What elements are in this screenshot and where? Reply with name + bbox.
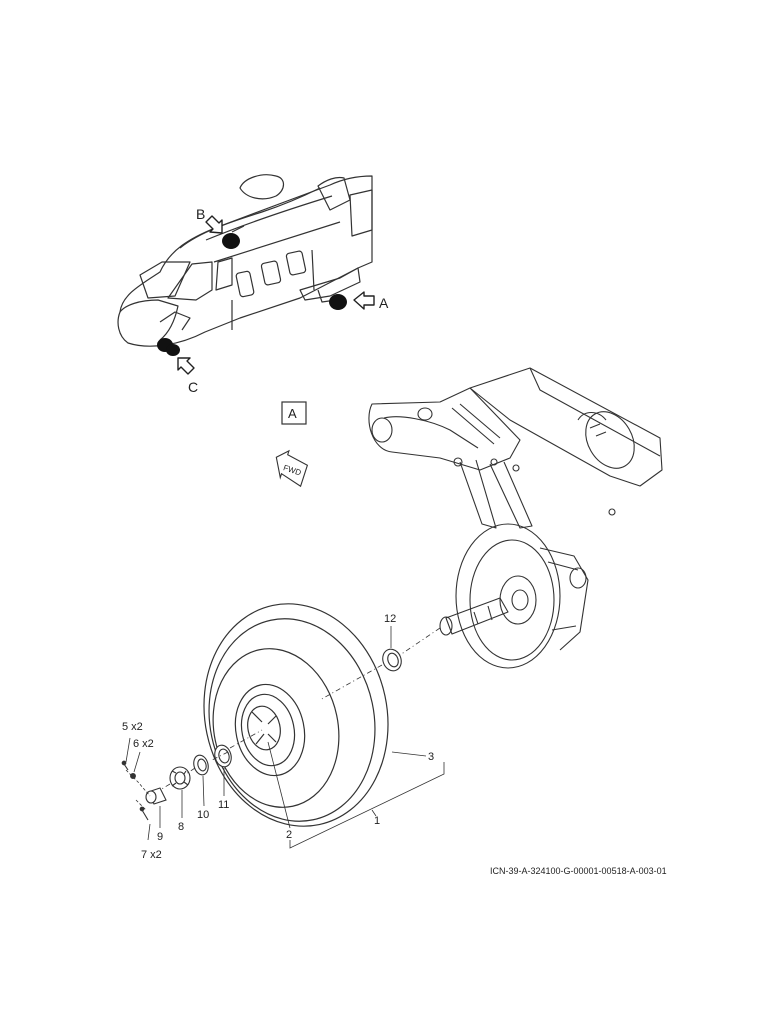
arrow-c-icon [177, 357, 195, 375]
screw-7 [141, 809, 149, 821]
callout-8: 8 [178, 821, 184, 833]
callout-2: 2 [286, 829, 292, 841]
tire-outer [203, 603, 389, 827]
callout-10: 10 [197, 809, 209, 821]
arrow-a-icon [353, 291, 375, 310]
fwd-arrow-icon [275, 449, 309, 488]
callout-9: 9 [157, 831, 163, 843]
callout-12: 12 [384, 613, 396, 625]
callout-11: 11 [218, 799, 229, 811]
callout-6: 6 x2 [133, 738, 154, 750]
locator-label-a: A [379, 295, 389, 311]
locator-label-b: B [196, 206, 205, 222]
view-a-box: A [281, 401, 307, 425]
landing-gear-structure [368, 367, 663, 669]
locator-arrows [177, 215, 375, 375]
helicopter-locator-view [117, 174, 373, 347]
callout-7: 7 x2 [141, 849, 162, 861]
marker-b [222, 233, 240, 249]
wheel-tire-assembly [203, 603, 389, 827]
hardware-parts [121, 648, 402, 821]
tire-sidewall [212, 648, 340, 808]
leader-lines [125, 626, 445, 849]
arrow-b-icon [205, 215, 223, 234]
wheel-rim [234, 683, 306, 777]
figure-id: ICN-39-A-324100-G-00001-00518-A-003-01 [490, 866, 667, 876]
callout-numbers: 12 3 1 2 11 10 8 9 5 x2 6 x2 7 x2 [122, 613, 434, 861]
callout-5: 5 x2 [122, 721, 143, 733]
callout-1: 1 [374, 815, 380, 827]
callout-3: 3 [428, 751, 434, 763]
fwd-arrow: FWD [275, 449, 309, 488]
washer-6 [130, 773, 136, 779]
view-a-label: A [288, 406, 297, 421]
marker-a [329, 294, 347, 310]
gear-location-markers [157, 233, 347, 356]
marker-c2 [166, 344, 180, 356]
locator-label-c: C [188, 379, 198, 395]
